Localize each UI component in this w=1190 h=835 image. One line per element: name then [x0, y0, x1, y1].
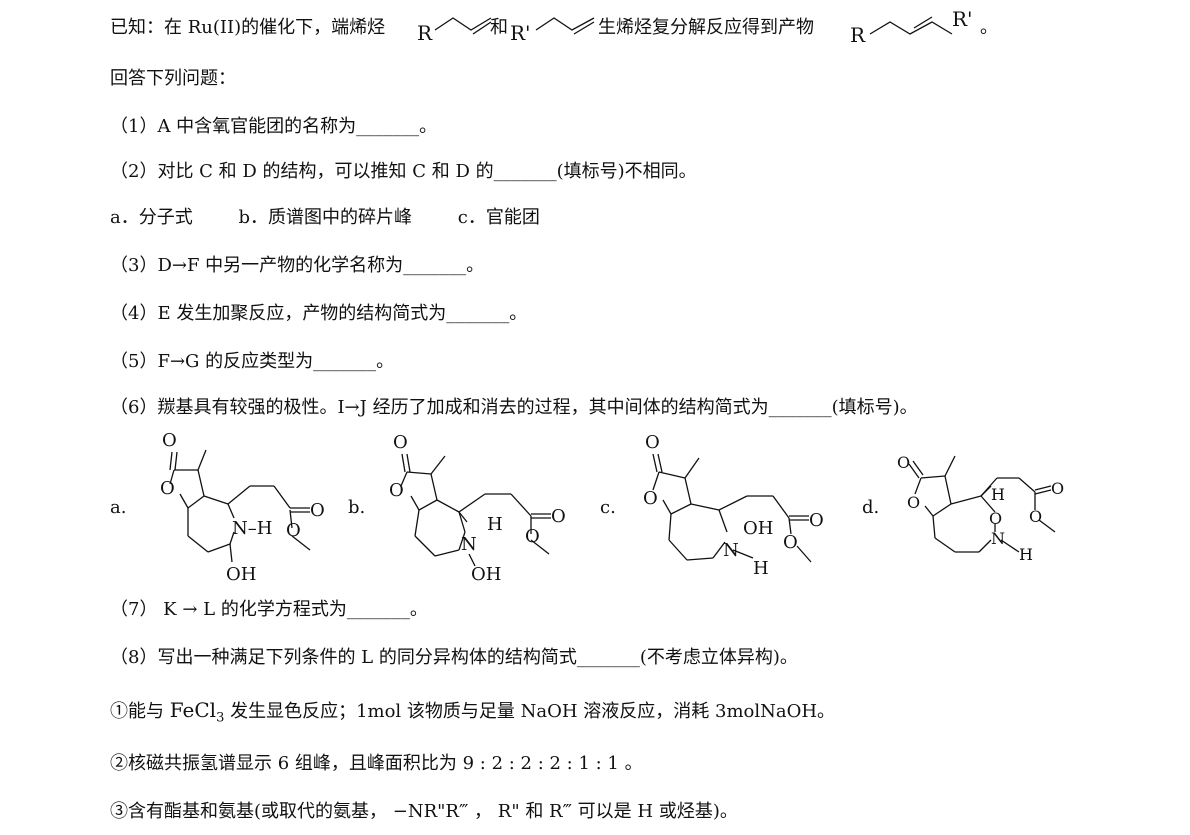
atom-o: O — [551, 506, 566, 527]
atom-oh: OH — [743, 518, 773, 539]
structure-c: O O OH N H O O — [643, 432, 824, 579]
atom-n: N — [991, 529, 1005, 548]
atom-h: H — [991, 485, 1005, 504]
atom-h: H — [487, 514, 503, 535]
atom-nh: N–H — [232, 518, 272, 539]
option-a: a．分子式 — [110, 207, 193, 228]
question-3: （3）D→F 中另一产物的化学名称为_______。 — [110, 255, 485, 276]
structure-d: O O H O N H O O — [897, 453, 1064, 564]
question-8: （8）写出一种满足下列条件的 L 的同分异构体的结构简式_______(不考虑立… — [110, 647, 798, 668]
question-6: （6）羰基具有较强的极性。I→J 经历了加成和消去的过程，其中间体的结构简式为_… — [110, 397, 918, 418]
condition-3: ③含有酯基和氨基(或取代的氨基， −NR"R‴ ， R" 和 R‴ 可以是 H … — [110, 801, 738, 822]
atom-o: O — [907, 493, 920, 512]
intro-mid: 生烯烃复分解反应得到产物 — [598, 17, 814, 38]
atom-o: O — [160, 478, 175, 499]
r-prime-label: R' — [510, 21, 531, 45]
atom-n: N — [723, 540, 739, 561]
atom-o: O — [389, 480, 404, 501]
atom-o: O — [162, 430, 177, 451]
atom-o: O — [645, 432, 660, 453]
question-2-options: a．分子式 b．质谱图中的碎片峰 c．官能团 — [110, 206, 580, 230]
condition-2: ②核磁共振氢谱显示 6 组峰，且峰面积比为 9 : 2 : 2 : 2 : 1 … — [110, 753, 643, 774]
terminal-alkene-r-structure: R — [417, 17, 492, 45]
product-r-prime-label: R' — [952, 7, 973, 31]
atom-o: O — [1029, 507, 1042, 526]
structure-label-c: c. — [600, 497, 616, 518]
intro-end: 。 — [980, 17, 998, 38]
atom-o: O — [525, 526, 540, 547]
atom-o: O — [1051, 479, 1064, 498]
intro-and: 和 — [490, 17, 508, 38]
intro-prefix: 已知：在 Ru(II)的催化下，端烯烃 — [110, 17, 386, 38]
question-7: （7） K → L 的化学方程式为_______。 — [110, 599, 428, 620]
terminal-alkene-r-prime-structure: R' — [510, 17, 595, 45]
product-r-label: R — [850, 23, 866, 47]
question-5: （5）F→G 的反应类型为_______。 — [110, 351, 395, 372]
atom-oh: OH — [226, 564, 256, 585]
atom-o: O — [310, 500, 325, 521]
atom-h: H — [753, 558, 769, 579]
atom-n: N — [461, 534, 477, 555]
fecl3-formula: FeCl — [169, 698, 217, 722]
atom-o: O — [897, 453, 910, 472]
atom-o: O — [286, 520, 301, 541]
structure-a: O O N–H O O OH — [160, 430, 325, 585]
structure-b: O O H N O O OH — [389, 432, 566, 585]
option-c: c．官能团 — [457, 207, 540, 228]
question-2: （2）对比 C 和 D 的结构，可以推知 C 和 D 的_______(填标号)… — [110, 161, 697, 182]
product-alkene-structure: R R' — [850, 7, 973, 47]
atom-o: O — [989, 509, 1002, 528]
atom-o: O — [809, 510, 824, 531]
condition-1: ①能与 FeCl3 发生显色反应；1mol 该物质与足量 NaOH 溶液反应，消… — [110, 698, 835, 731]
structure-label-b: b. — [348, 497, 366, 518]
condition-1-suffix: 发生显色反应；1mol 该物质与足量 NaOH 溶液反应，消耗 3molNaOH… — [224, 701, 836, 722]
atom-o: O — [393, 432, 408, 453]
condition-1-prefix: ①能与 — [110, 701, 170, 722]
question-4: （4）E 发生加聚反应，产物的结构简式为_______。 — [110, 303, 528, 324]
answer-heading: 回答下列问题： — [110, 68, 236, 89]
structure-label-d: d. — [862, 497, 880, 518]
question-1: （1）A 中含氧官能团的名称为_______。 — [110, 116, 438, 137]
atom-o: O — [643, 488, 658, 509]
structure-label-a: a. — [110, 497, 127, 518]
r-label: R — [417, 21, 433, 45]
atom-oh: OH — [471, 564, 501, 585]
option-b: b．质谱图中的碎片峰 — [238, 207, 412, 228]
atom-o: O — [783, 532, 798, 553]
fecl3-subscript: 3 — [216, 710, 225, 726]
atom-h: H — [1019, 545, 1033, 564]
